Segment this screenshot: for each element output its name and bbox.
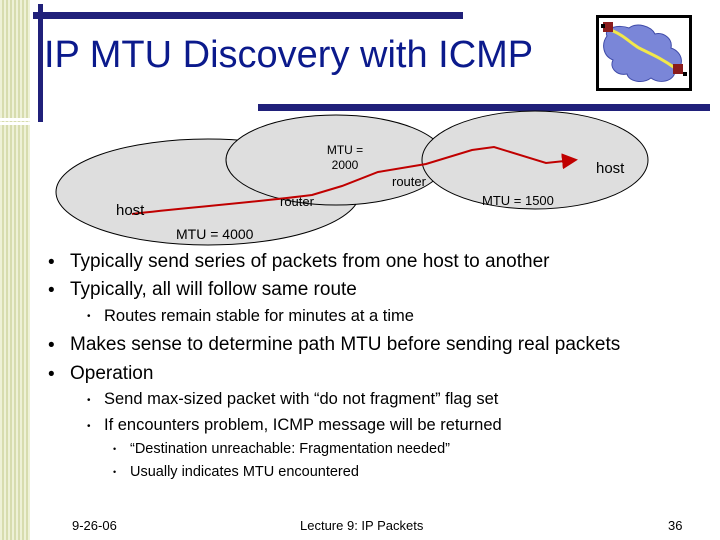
bullet-dot-icon: • bbox=[113, 444, 117, 454]
router-center-label: router bbox=[392, 174, 426, 189]
packet-path-arrow bbox=[131, 145, 578, 215]
bullet-4: Operation bbox=[70, 363, 154, 384]
title-accent-bottom-bar bbox=[258, 104, 710, 111]
bullet-dot-icon: • bbox=[87, 421, 91, 432]
slide-title: IP MTU Discovery with ICMP bbox=[44, 34, 534, 76]
bullet-dot-icon: • bbox=[48, 335, 55, 356]
bullet-dot-icon: • bbox=[48, 280, 55, 301]
host-right-label: host bbox=[596, 160, 625, 177]
bullet-3: Makes sense to determine path MTU before… bbox=[70, 334, 621, 355]
bullet-dot-icon: • bbox=[113, 467, 117, 477]
title-accent-top-bar bbox=[33, 12, 463, 19]
bullet-4-2-1: “Destination unreachable: Fragmentation … bbox=[130, 441, 451, 457]
router-left-label: router bbox=[280, 194, 314, 209]
footer-date: 9-26-06 bbox=[72, 518, 117, 533]
bullet-4-2: If encounters problem, ICMP message will… bbox=[104, 416, 502, 434]
bullet-1: Typically send series of packets from on… bbox=[70, 251, 550, 272]
footer-page-number: 36 bbox=[668, 518, 683, 533]
bullet-dot-icon: • bbox=[87, 311, 91, 322]
host-left-label: host bbox=[116, 202, 145, 219]
footer-lecture: Lecture 9: IP Packets bbox=[300, 518, 424, 533]
title-accent-vertical-bar bbox=[38, 4, 43, 122]
bullet-4-2-2: Usually indicates MTU encountered bbox=[130, 464, 359, 480]
bullet-4-1: Send max-sized packet with “do not fragm… bbox=[104, 390, 499, 408]
mtu-4000-label: MTU = 4000 bbox=[176, 226, 254, 242]
left-stripe-decoration bbox=[0, 0, 30, 540]
network-cloud-icon bbox=[596, 15, 692, 91]
bullet-2: Typically, all will follow same route bbox=[70, 279, 357, 300]
mtu-2000-label: MTU = 2000 bbox=[326, 143, 364, 172]
bullet-dot-icon: • bbox=[48, 364, 55, 385]
bullet-2-1: Routes remain stable for minutes at a ti… bbox=[104, 307, 414, 325]
mtu-1500-label: MTU = 1500 bbox=[482, 193, 554, 208]
bullet-dot-icon: • bbox=[48, 252, 55, 273]
bullet-dot-icon: • bbox=[87, 395, 91, 406]
